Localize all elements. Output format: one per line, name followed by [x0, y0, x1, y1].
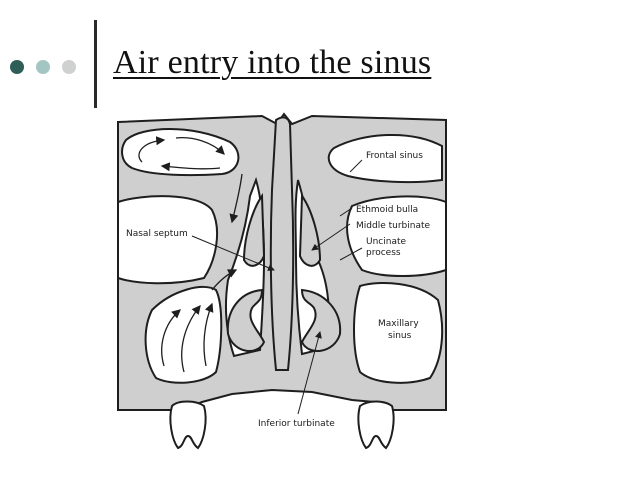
sinus-diagram-svg: Frontal sinus Ethmoid bulla Middle turbi…	[117, 112, 447, 450]
left-tooth	[169, 400, 207, 450]
bullet-dot-dark	[10, 60, 24, 74]
label-inferior-turbinate: Inferior turbinate	[258, 419, 335, 429]
right-maxillary-sinus	[353, 281, 444, 384]
left-middle-turbinate	[242, 193, 266, 267]
title-divider	[94, 20, 97, 108]
right-orbit-cavity	[346, 195, 447, 277]
bullet-dots	[10, 60, 90, 76]
label-leader-lines	[191, 159, 363, 415]
sinus-diagram: Frontal sinus Ethmoid bulla Middle turbi…	[112, 110, 452, 460]
label-uncinate-line2: process	[366, 248, 401, 258]
label-middle-turbinate: Middle turbinate	[356, 221, 430, 231]
left-maxillary-sinus	[144, 285, 223, 384]
airflow-arrows-frontal	[138, 136, 243, 224]
slide-title: Air entry into the sinus	[113, 44, 432, 81]
label-maxillary-line1: Maxillary	[378, 319, 419, 329]
airflow-arrows-maxillary	[161, 269, 238, 373]
label-frontal-sinus: Frontal sinus	[366, 151, 423, 161]
bullet-dot-medium	[36, 60, 50, 74]
bullet-dot-light	[62, 60, 76, 74]
label-ethmoid-bulla: Ethmoid bulla	[356, 205, 418, 215]
left-frontal-sinus	[121, 128, 240, 177]
nasal-septum-shape	[269, 116, 295, 371]
left-inferior-turbinate	[226, 288, 266, 352]
right-inferior-turbinate	[300, 288, 342, 352]
left-orbit-cavity	[117, 195, 219, 285]
right-tooth	[357, 400, 395, 450]
label-uncinate-line1: Uncinate	[366, 237, 406, 247]
label-maxillary-line2: sinus	[388, 331, 412, 341]
label-nasal-septum: Nasal septum	[126, 229, 188, 239]
right-frontal-sinus	[327, 133, 443, 184]
